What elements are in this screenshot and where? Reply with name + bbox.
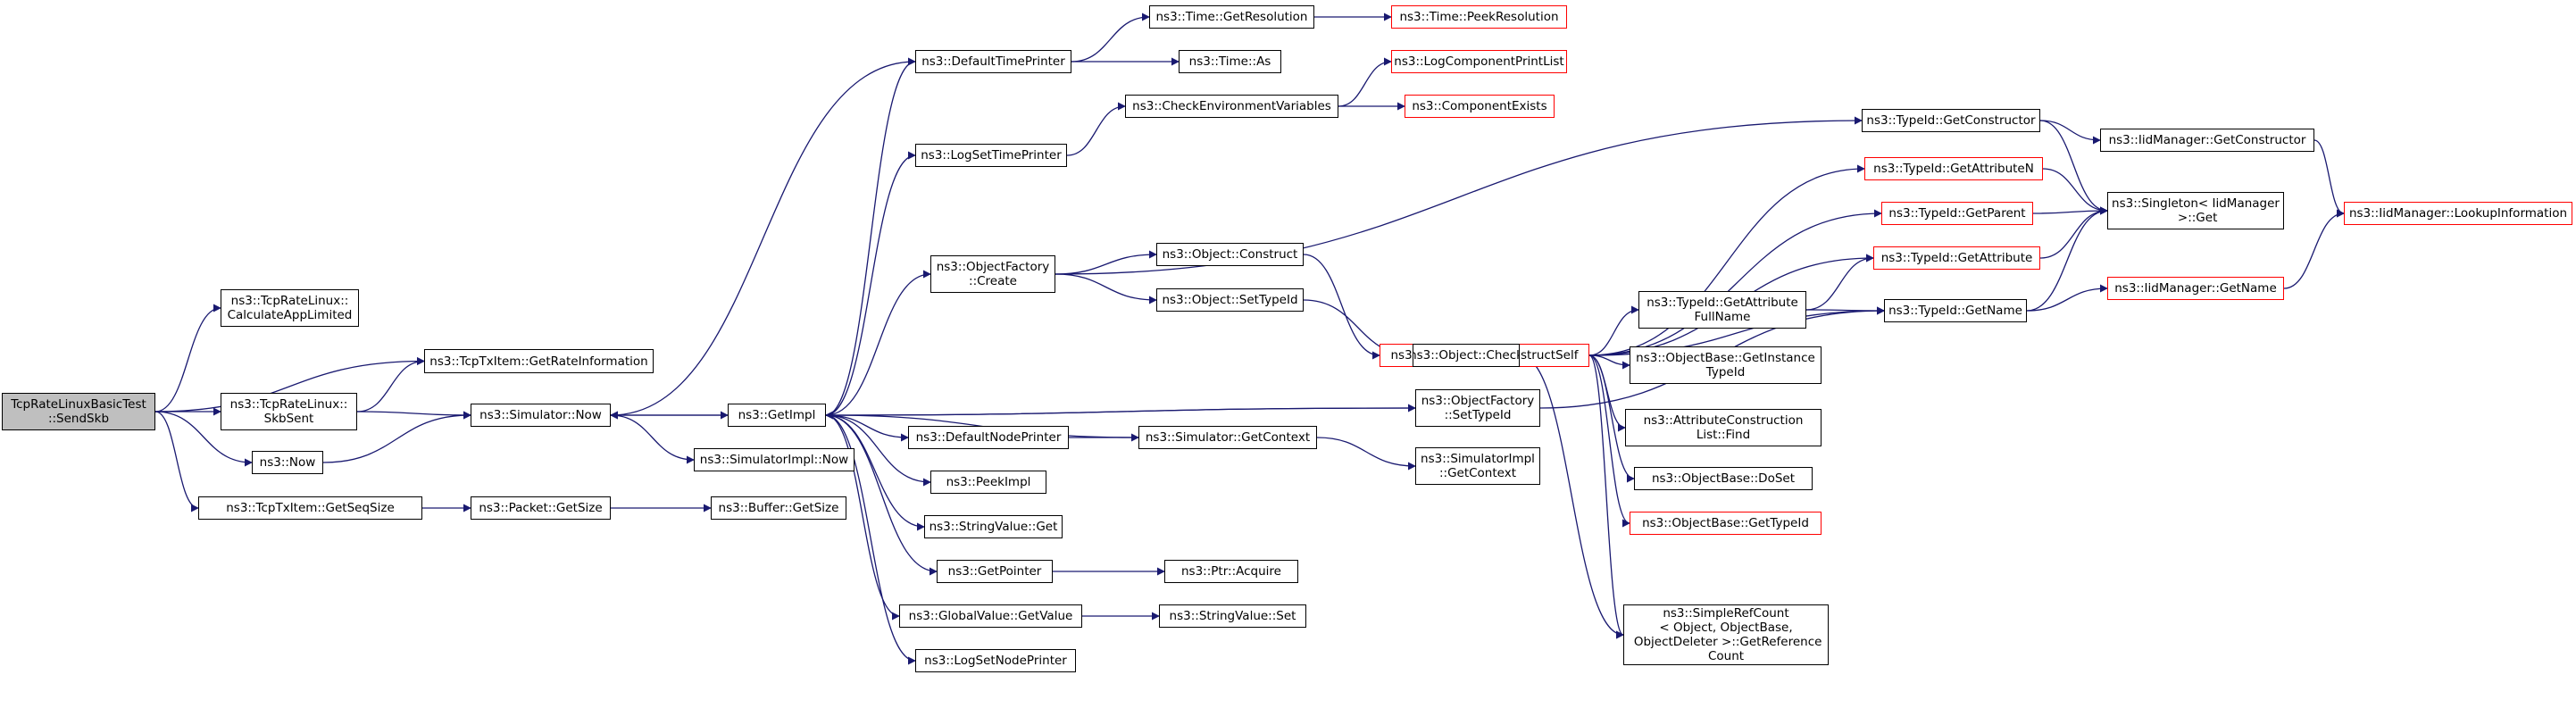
node-iid-get-constructor[interactable]: ns3::IidManager::GetConstructor [2100,129,2314,152]
node-obj-factory-create[interactable]: ns3::ObjectFactory ::Create [930,255,1055,293]
edge-type-id-get-attr-full-name-to-type-id-get-name [1805,306,1885,315]
node-skb-sent[interactable]: ns3::TcpRateLinux:: SkbSent [221,393,357,430]
node-log-set-node-printer[interactable]: ns3::LogSetNodePrinter [915,649,1076,672]
node-pkt-get-size[interactable]: ns3::Packet::GetSize [471,496,611,520]
edge-type-id-get-attribute-to-singleton-get [2039,206,2108,259]
node-def-node-printer[interactable]: ns3::DefaultNodePrinter [908,426,1069,449]
edge-type-id-get-name-to-iid-get-name [2026,284,2108,312]
edge-get-impl-to-obj-factory-create [825,270,931,416]
node-iid-lookup-info[interactable]: ns3::IidManager::LookupInformation [2344,202,2572,225]
edge-type-id-get-constructor-to-singleton-get [2039,120,2108,215]
node-sim-get-context[interactable]: ns3::Simulator::GetContext [1138,426,1317,449]
node-simple-ref-count[interactable]: ns3::SimpleRefCount < Object, ObjectBase… [1623,604,1829,665]
node-get-rate-info[interactable]: ns3::TcpTxItem::GetRateInformation [424,349,654,373]
edge-sim-now-to-sim-impl-now [610,414,695,464]
node-obj-base-get-instance-type-id[interactable]: ns3::ObjectBase::GetInstance TypeId [1630,346,1822,384]
edge-type-id-get-attr-full-name-to-type-id-get-attribute [1805,254,1874,311]
node-type-id-get-parent[interactable]: ns3::TypeId::GetParent [1881,202,2033,225]
edge-iid-get-name-to-iid-lookup-info [2283,209,2345,289]
node-time-peek-res[interactable]: ns3::Time::PeekResolution [1391,5,1567,29]
node-obj-set-type-id[interactable]: ns3::Object::SetTypeId [1156,288,1304,312]
node-obj-factory-set-type-id[interactable]: ns3::ObjectFactory ::SetTypeId [1415,389,1540,427]
edge-root-to-get-rate-info [154,357,425,412]
edge-get-impl-to-log-set-node-printer [825,414,916,665]
node-singleton-get[interactable]: ns3::Singleton< IidManager >::Get [2107,192,2284,229]
node-peek-impl[interactable]: ns3::PeekImpl [930,471,1046,494]
node-def-time-printer[interactable]: ns3::DefaultTimePrinter [915,50,1071,73]
node-log-set-time-printer[interactable]: ns3::LogSetTimePrinter [915,144,1067,167]
node-sim-impl-get-context[interactable]: ns3::SimulatorImpl ::GetContext [1415,447,1540,485]
node-attr-construction-find[interactable]: ns3::AttributeConstruction List::Find [1625,409,1822,446]
node-sim-now[interactable]: ns3::Simulator::Now [471,404,611,427]
edge-def-time-printer-to-sim-now [610,61,916,420]
edge-root-to-get-seq-size [154,411,199,512]
node-buf-get-size[interactable]: ns3::Buffer::GetSize [711,496,846,520]
edge-sim-get-context-to-sim-impl-get-context [1316,437,1416,471]
edge-get-impl-to-global-value-get [825,414,900,621]
edge-obj-base-construct-self-to-type-id-get-parent [1588,209,1882,356]
node-iid-get-name[interactable]: ns3::IidManager::GetName [2107,277,2284,300]
edge-def-time-printer-to-time-get-res [1071,12,1150,62]
edge-now-to-sim-now [322,411,471,463]
node-root[interactable]: TcpRateLinuxBasicTest ::SendSkb [2,393,155,430]
edge-root-to-now [154,411,253,467]
node-string-value-set[interactable]: ns3::StringValue::Set [1159,604,1306,628]
edge-obj-factory-set-type-id-to-get-impl [825,407,1416,420]
edge-obj-base-construct-self-to-type-id-get-attr-full-name [1588,305,1639,356]
edge-obj-construct-to-obj-base-construct-self [1303,254,1380,360]
edge-log-set-time-printer-to-check-env [1066,102,1126,156]
node-calc-app-limited[interactable]: ns3::TcpRateLinux:: CalculateAppLimited [221,289,359,327]
edge-check-env-to-log-comp-print-list [1338,57,1392,107]
edge-obj-base-construct-self-to-obj-base-do-set [1588,354,1635,483]
node-type-id-get-attr-full-name[interactable]: ns3::TypeId::GetAttribute FullName [1638,291,1806,329]
edge-skb-sent-to-sim-now [356,411,471,420]
edge-obj-base-construct-self-to-simple-ref-count [1588,354,1624,639]
edge-get-impl-to-peek-impl [825,414,931,487]
node-now[interactable]: ns3::Now [252,451,323,474]
node-log-comp-print-list[interactable]: ns3::LogComponentPrintList [1391,50,1567,73]
node-get-pointer[interactable]: ns3::GetPointer [937,560,1053,583]
edge-obj-base-construct-self-to-type-id-get-attr-n [1588,164,1865,356]
edge-type-id-get-parent-to-singleton-get [2032,206,2108,215]
edge-skb-sent-to-get-rate-info [356,357,425,412]
edge-get-impl-to-get-pointer [825,414,938,576]
node-type-id-get-attr-n[interactable]: ns3::TypeId::GetAttributeN [1864,157,2043,180]
node-type-id-get-attribute[interactable]: ns3::TypeId::GetAttribute [1873,246,2040,270]
edge-type-id-get-attr-n-to-singleton-get [2042,168,2108,215]
node-get-seq-size[interactable]: ns3::TcpTxItem::GetSeqSize [198,496,422,520]
node-get-impl[interactable]: ns3::GetImpl [728,404,826,427]
edge-get-impl-to-log-set-time-printer [825,151,916,416]
edge-root-to-calc-app-limited [154,304,221,412]
edge-obj-base-construct-self-to-obj-base-get-type-id [1588,354,1630,528]
edge-obj-factory-create-to-obj-set-type-id [1055,273,1157,304]
node-obj-construct[interactable]: ns3::Object::Construct [1156,243,1304,266]
edge-iid-get-constructor-to-iid-lookup-info [2313,139,2345,218]
node-obj-check[interactable]: ns3::Object::Check [1413,344,1520,367]
node-string-value-get[interactable]: ns3::StringValue::Get [924,515,1063,538]
node-ptr-acquire[interactable]: ns3::Ptr::Acquire [1164,560,1298,583]
edge-obj-check-to-simple-ref-count [1519,354,1624,639]
edge-type-id-get-constructor-to-iid-get-constructor [2039,120,2101,145]
edge-get-impl-to-def-time-printer [825,57,916,416]
node-global-value-get[interactable]: ns3::GlobalValue::GetValue [899,604,1082,628]
node-obj-base-get-type-id[interactable]: ns3::ObjectBase::GetTypeId [1630,512,1822,535]
node-type-id-get-name[interactable]: ns3::TypeId::GetName [1884,299,2027,322]
node-type-id-get-constructor[interactable]: ns3::TypeId::GetConstructor [1862,109,2040,132]
edge-obj-factory-create-to-obj-construct [1055,250,1157,275]
node-obj-base-do-set[interactable]: ns3::ObjectBase::DoSet [1634,467,1813,490]
edge-type-id-get-name-to-singleton-get [2026,206,2108,312]
node-check-env[interactable]: ns3::CheckEnvironmentVariables [1125,95,1338,118]
node-time-as[interactable]: ns3::Time::As [1179,50,1281,73]
node-time-get-res[interactable]: ns3::Time::GetResolution [1149,5,1314,29]
node-comp-exists[interactable]: ns3::ComponentExists [1405,95,1555,118]
node-sim-impl-now[interactable]: ns3::SimulatorImpl::Now [694,448,854,471]
